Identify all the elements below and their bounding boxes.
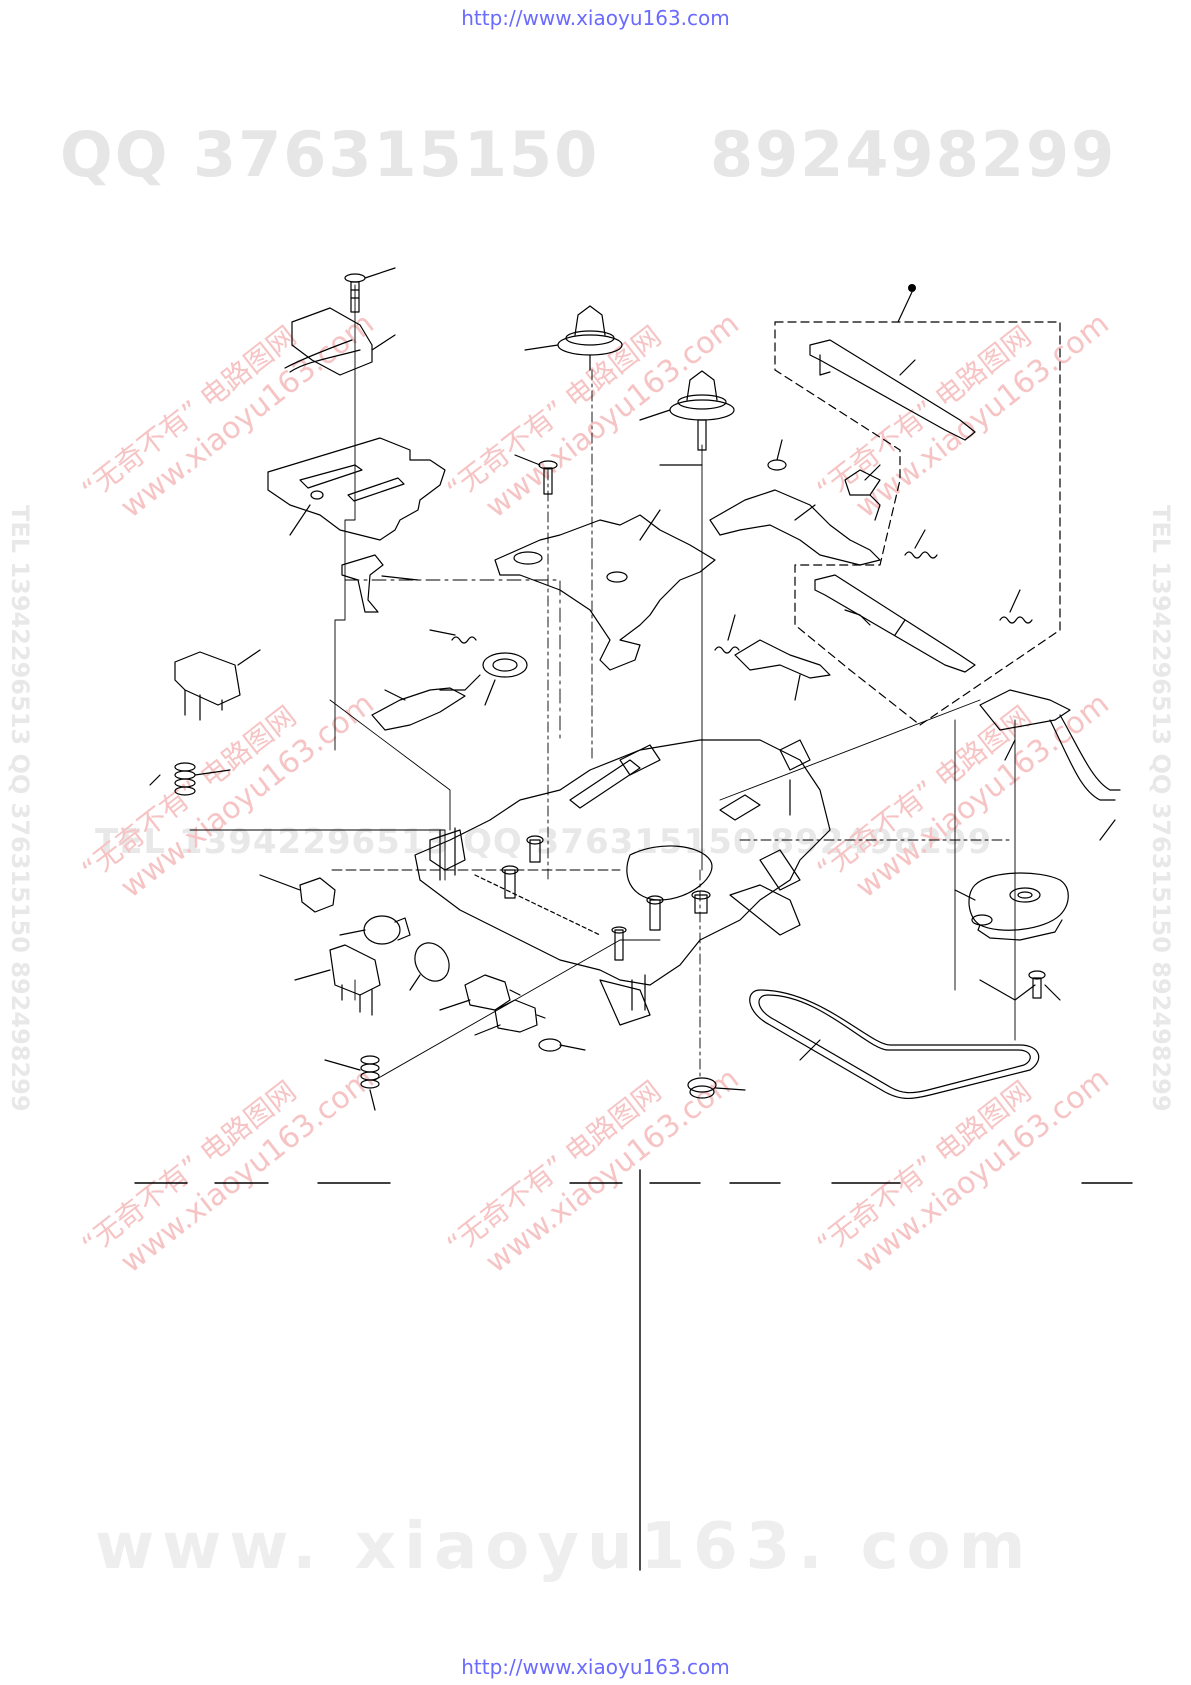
slide-bar-lower — [814, 574, 976, 673]
assembly-guide-lines — [189, 284, 1016, 1081]
ring-lever-part — [439, 652, 528, 691]
slide-bar-upper — [809, 339, 976, 441]
push-knob-part — [414, 942, 450, 982]
callout-leader — [474, 1024, 501, 1036]
callout-leader — [1099, 819, 1116, 841]
callout-leader — [559, 1044, 586, 1051]
slide-arm-part — [709, 489, 881, 566]
reel-gear-left — [557, 305, 623, 371]
spring-part — [904, 551, 938, 559]
callout-leader — [794, 504, 816, 521]
callout-leader — [715, 1087, 746, 1091]
callout-leader — [439, 999, 471, 1011]
push-knob-part — [494, 999, 546, 1033]
callout-leader — [429, 629, 456, 636]
callout-leader — [899, 359, 916, 376]
callout-leader — [864, 464, 881, 481]
callout-leader — [524, 344, 559, 351]
callout-leader — [639, 409, 671, 421]
footer-url[interactable]: http://www.xiaoyu163.com — [461, 1655, 730, 1679]
callout-leader — [897, 291, 913, 323]
callout-leader — [381, 575, 419, 581]
header-url[interactable]: http://www.xiaoyu163.com — [461, 6, 730, 30]
main-chassis — [414, 739, 831, 1026]
washer-part — [538, 1038, 562, 1052]
motor-part — [968, 872, 1069, 941]
subassembly-dashed-box — [774, 321, 1061, 726]
callout-leader — [324, 1059, 361, 1071]
screw-part — [1028, 970, 1046, 999]
spring-part — [999, 616, 1033, 624]
reel-gear-right — [669, 370, 735, 451]
motor-bracket-flex-part — [979, 689, 1121, 801]
chassis-plate-center — [494, 514, 716, 671]
callout-leader — [894, 619, 906, 636]
callout-leader — [371, 334, 396, 351]
push-knob-part — [363, 915, 411, 945]
reference-marker — [908, 284, 916, 292]
callout-leader — [1004, 739, 1016, 761]
cam-lever-part — [734, 639, 831, 679]
chassis-plate-left — [267, 437, 446, 541]
callout-leader — [384, 689, 406, 701]
watermark-qq: QQ 376315150 — [60, 118, 600, 191]
pinch-lever-part — [371, 687, 466, 731]
callout-leader — [237, 649, 261, 666]
latch-part — [844, 469, 881, 521]
spring-part — [714, 646, 740, 654]
callout-leader — [954, 889, 976, 901]
spring-coil-part — [174, 762, 196, 796]
callout-leader — [1044, 984, 1061, 1001]
callout-leader — [799, 1039, 821, 1061]
callout-leader — [794, 674, 801, 701]
washer-part — [767, 459, 787, 471]
callout-leader — [514, 454, 541, 466]
callout-leader — [149, 774, 161, 786]
spring-part — [451, 636, 477, 644]
push-knob-part — [299, 877, 336, 913]
head-bracket-part — [284, 307, 373, 376]
callout-leader — [914, 529, 926, 549]
watermark-domain: www. xiaoyu163. com — [95, 1510, 1034, 1584]
callout-leader — [727, 614, 736, 641]
switch-part — [329, 944, 381, 1016]
callout-leader — [409, 974, 421, 991]
spring-coil-part — [360, 1055, 380, 1111]
lever-part — [341, 554, 384, 613]
assembly-guide-lines — [979, 979, 1036, 1001]
push-knob-part — [464, 974, 521, 1011]
callout-leader — [1009, 589, 1021, 613]
callout-leader — [339, 929, 366, 936]
callout-leader — [194, 769, 231, 776]
callout-leader — [484, 679, 496, 706]
watermark-tel-middle: TEL 13942296513 QQ 376315150 892498299 — [95, 822, 993, 862]
solenoid-part — [174, 651, 241, 721]
pulley-part — [687, 1077, 717, 1099]
callout-leader — [364, 267, 396, 279]
callout-leader — [639, 509, 661, 541]
callout-leader — [259, 874, 301, 891]
callout-leader — [294, 969, 331, 981]
callout-leader — [776, 439, 783, 461]
watermark-qq-second: 892498299 — [710, 118, 1117, 191]
callout-leader — [289, 504, 311, 536]
drive-belt-part — [749, 989, 1040, 1099]
